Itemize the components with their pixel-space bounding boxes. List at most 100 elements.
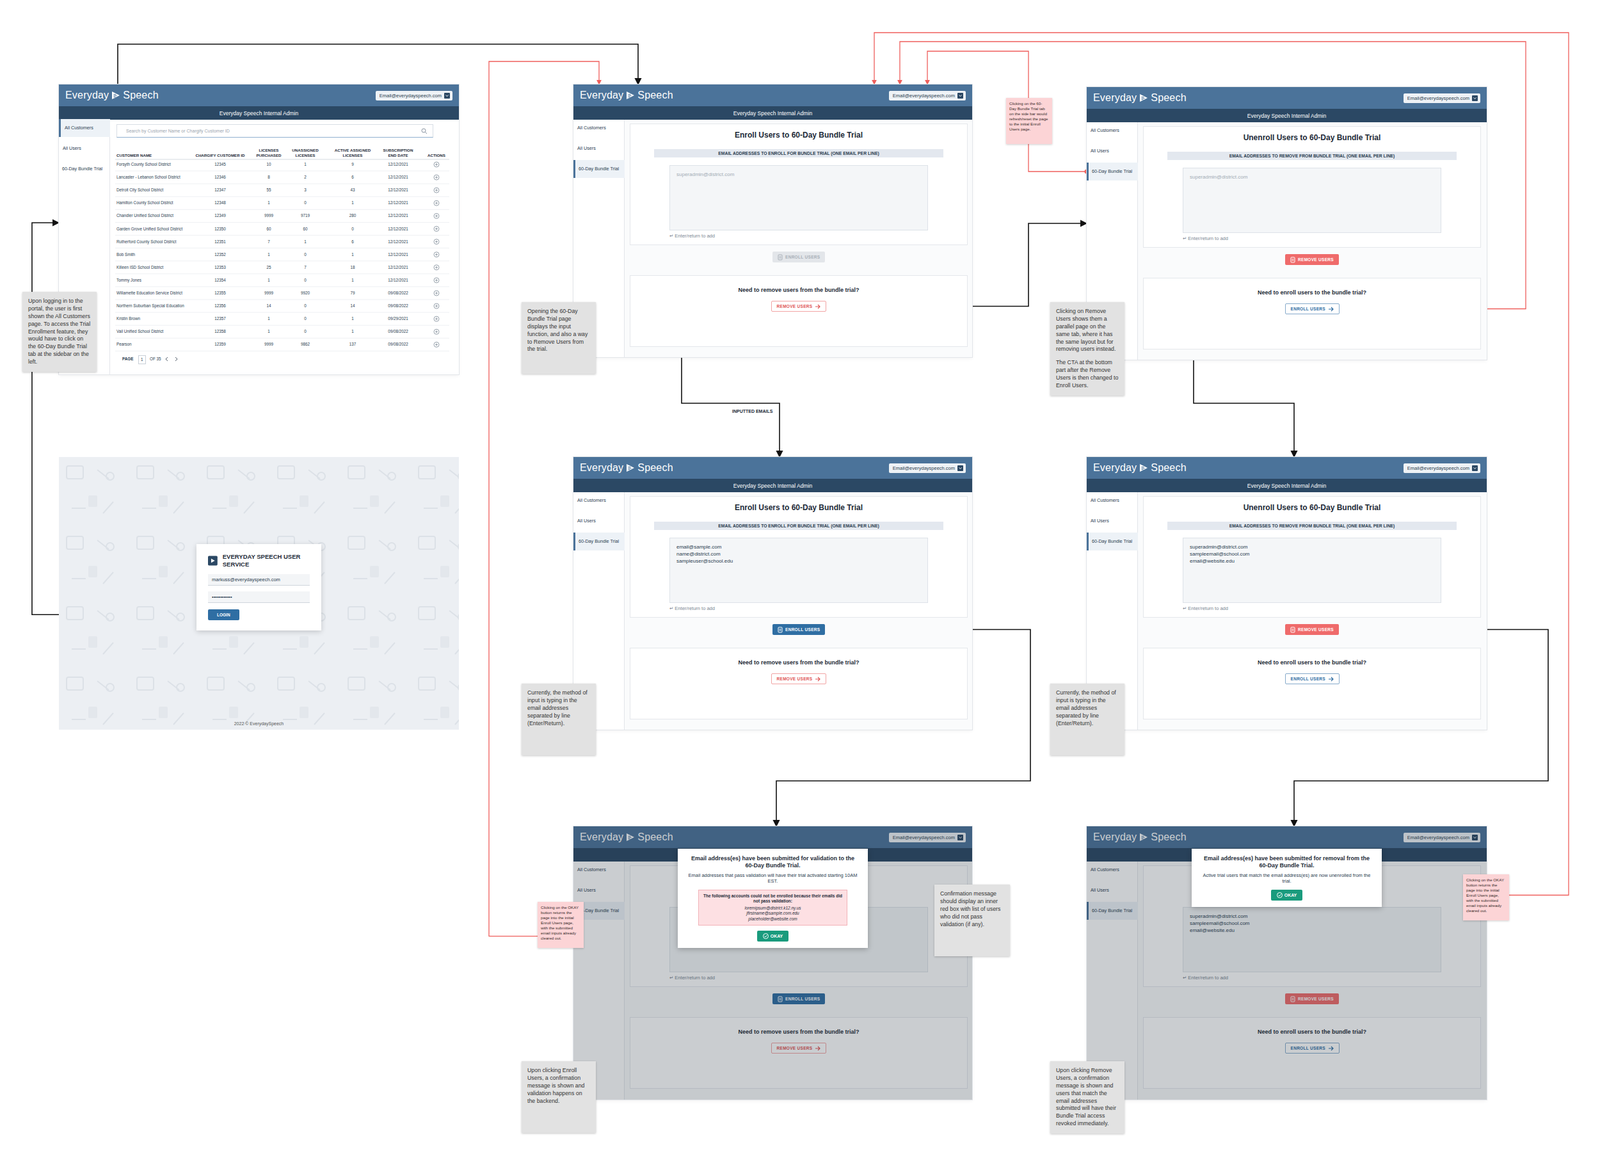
table-cell: 1 bbox=[333, 250, 372, 259]
tab-label: 60-Day Bundle Trial bbox=[62, 160, 107, 178]
arrow-icon bbox=[814, 676, 821, 682]
brand-text: Speech bbox=[1150, 462, 1186, 474]
modal-body: Active trial users that match the email … bbox=[1201, 872, 1372, 886]
button-label: ENROLL USERS bbox=[785, 627, 820, 632]
screen-mockup: EverydaySpeechEmail@everydayspeech.comEv… bbox=[573, 826, 973, 1100]
table-cell: 12/12/2021 bbox=[378, 199, 418, 207]
modal-body: Email addresses that pass validation wil… bbox=[688, 872, 858, 886]
login-button: LOGIN bbox=[208, 609, 240, 621]
note-text: Currently, the method of input is typing… bbox=[1056, 689, 1119, 728]
note-text: Currently, the method of input is typing… bbox=[527, 689, 591, 728]
action-button: ENROLL USERS bbox=[1285, 303, 1340, 315]
account-chip: Email@everydayspeech.com bbox=[888, 90, 966, 101]
table-cell: 7 bbox=[249, 238, 288, 246]
table-cell: 12/12/2021 bbox=[378, 225, 418, 233]
table-cell: 1 bbox=[249, 314, 288, 323]
table-cell: 12357 bbox=[200, 314, 240, 323]
table-cell: Pearson bbox=[116, 340, 132, 349]
table-cell: 1 bbox=[249, 199, 288, 207]
table-cell: Willamette Education Service District bbox=[116, 289, 183, 297]
table-cell: 9719 bbox=[286, 211, 325, 220]
table-cell: 9999 bbox=[249, 340, 288, 349]
brand-icon bbox=[625, 462, 635, 473]
annotation-note: Opening the 60-Day Bundle Trial page dis… bbox=[521, 302, 596, 374]
text-input: markuss@everydayspeech.com bbox=[208, 574, 310, 586]
table-cell: 6 bbox=[333, 173, 372, 182]
admin-title: Everyday Speech Internal Admin bbox=[733, 110, 813, 117]
brand-text: Speech bbox=[637, 89, 673, 102]
note-text: Clicking on the 60-Day Bundle Trial tab … bbox=[1009, 101, 1049, 132]
table-cell: Vail Unified School District bbox=[116, 327, 164, 336]
check-icon bbox=[1276, 892, 1283, 898]
admin-bar: Everyday Speech Internal Admin bbox=[573, 478, 973, 493]
table-cell: 12/12/2021 bbox=[378, 173, 418, 182]
admin-bar: Everyday Speech Internal Admin bbox=[1086, 108, 1487, 123]
table-cell: Lancaster - Lebanon School District bbox=[116, 173, 181, 182]
table-cell: 8 bbox=[249, 173, 288, 182]
action-button: REMOVE USERS bbox=[771, 673, 827, 685]
table-cell: 0 bbox=[286, 302, 325, 310]
modal-title: Email address(es) have been submitted fo… bbox=[688, 855, 858, 870]
email-line: superadmin@district.com bbox=[676, 170, 921, 178]
table-cell: 9999 bbox=[249, 211, 288, 220]
email-line: name@district.com bbox=[676, 550, 921, 558]
column-header: CHARGIFY CUSTOMER ID bbox=[190, 152, 250, 159]
table-cell: 12356 bbox=[200, 302, 240, 310]
screen-mockup: EverydaySpeechEmail@everydayspeech.comEv… bbox=[573, 456, 973, 730]
sidebar-item: All Users bbox=[1086, 142, 1138, 160]
action-button: ENROLL USERS bbox=[772, 624, 825, 635]
action-button: REMOVE USERS bbox=[1285, 254, 1339, 265]
table-cell: 1 bbox=[286, 160, 325, 169]
table-cell: 79 bbox=[333, 289, 372, 297]
page-title: Unenroll Users to 60-Day Bundle Trial bbox=[1143, 503, 1481, 512]
brand-text: Everyday bbox=[579, 462, 624, 474]
table-cell: Detroit City School District bbox=[116, 186, 164, 194]
admin-bar: Everyday Speech Internal Admin bbox=[58, 106, 459, 120]
account-email: Email@everydayspeech.com bbox=[1407, 95, 1470, 102]
arrow-icon bbox=[814, 304, 821, 310]
button-icon bbox=[777, 254, 783, 261]
column-header: SUBSCRIPTION END DATE bbox=[378, 147, 418, 159]
button-label: OKAY bbox=[770, 933, 784, 939]
failed-email: jfirstname@sample.com.edu bbox=[702, 910, 843, 916]
table-cell: 60 bbox=[286, 225, 325, 233]
section-header: EMAIL ADDRESSES TO REMOVE FROM BUNDLE TR… bbox=[1167, 151, 1457, 160]
table-cell: 280 bbox=[333, 211, 372, 220]
action-button: ENROLL USERS bbox=[772, 251, 825, 263]
button-label: REMOVE USERS bbox=[1297, 257, 1334, 262]
search-icon bbox=[421, 128, 428, 135]
table-cell: 12349 bbox=[200, 211, 240, 220]
table-cell: 1 bbox=[286, 238, 325, 246]
section-header: EMAIL ADDRESSES TO ENROLL FOR BUNDLE TRI… bbox=[654, 149, 944, 158]
table-cell: Chandler Unified School District bbox=[116, 211, 174, 220]
sidebar-tab: 60-Day Bundle Trial bbox=[58, 160, 111, 178]
tab-label: 60-Day Bundle Trial bbox=[1091, 162, 1135, 181]
table-cell: 12/12/2021 bbox=[378, 238, 418, 246]
sticky-note: Clicking on the OKAY button returns the … bbox=[1463, 874, 1510, 921]
brand-text: Everyday bbox=[65, 89, 109, 102]
button-label: REMOVE USERS bbox=[1297, 627, 1334, 632]
screen-mockup: EverydaySpeechEmail@everydayspeech.comEv… bbox=[1086, 87, 1487, 360]
button-label: OKAY bbox=[1284, 892, 1298, 898]
dropdown-caret bbox=[1472, 465, 1478, 472]
brand-icon bbox=[625, 90, 635, 101]
admin-bar: Everyday Speech Internal Admin bbox=[573, 106, 973, 120]
table-cell: 12/12/2021 bbox=[378, 160, 418, 169]
note-text: Upon logging in to the portal, the user … bbox=[28, 297, 91, 367]
brand-mark bbox=[208, 554, 218, 567]
email-textarea: superadmin@district.comsampleemail@schoo… bbox=[1182, 537, 1442, 603]
table-cell: 09/29/2021 bbox=[378, 314, 418, 323]
table-cell: 12359 bbox=[200, 340, 240, 349]
sidebar-item: All Customers bbox=[573, 119, 625, 137]
table-cell: Kristin Brown bbox=[116, 314, 141, 323]
table-cell: 12/12/2021 bbox=[378, 250, 418, 259]
arrow-icon bbox=[1328, 306, 1334, 312]
check-icon bbox=[762, 933, 769, 939]
table-cell: 1 bbox=[249, 327, 288, 336]
screen-mockup: EverydaySpeechEmail@everydayspeech.comEv… bbox=[1086, 456, 1487, 730]
admin-title: Everyday Speech Internal Admin bbox=[1247, 112, 1327, 120]
note-text: Confirmation message should display an i… bbox=[940, 890, 1005, 928]
table-cell: 12/12/2021 bbox=[378, 276, 418, 285]
table-cell: 1 bbox=[333, 276, 372, 285]
